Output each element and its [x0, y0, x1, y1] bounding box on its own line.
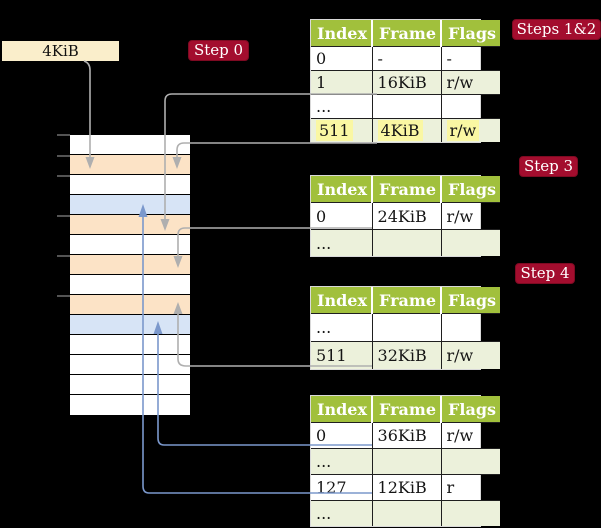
table-cell — [371, 94, 442, 119]
table-cell: 1 — [311, 70, 373, 95]
column-header: Frame — [371, 396, 442, 423]
table-cell — [440, 229, 501, 256]
memory-frame-row — [70, 155, 190, 175]
table-cell: 127 — [311, 474, 373, 501]
frame-size-label: 4KiB — [2, 41, 119, 61]
column-header: Index — [311, 176, 373, 203]
table-cell: 24KiB — [371, 202, 442, 230]
highlighted-value: r/w — [446, 120, 480, 141]
memory-frame-row — [70, 335, 190, 355]
column-header: Index — [311, 396, 373, 423]
column-header: Index — [311, 20, 373, 47]
table-cell — [440, 500, 501, 526]
table-cell: 4KiB — [371, 118, 442, 142]
table-cell: ... — [311, 448, 373, 475]
memory-frame-row — [70, 275, 190, 295]
table-cell: r/w — [440, 202, 501, 230]
table-row: ... — [311, 448, 501, 475]
table-cell — [371, 229, 442, 256]
table-cell: r/w — [440, 422, 501, 449]
table-row: ... — [311, 500, 501, 526]
table-cell: 0 — [311, 46, 373, 71]
table-cell — [440, 448, 501, 475]
table-row: ... — [311, 94, 501, 119]
column-header: Flags — [440, 287, 501, 314]
table-cell — [371, 500, 442, 526]
memory-frame-row — [70, 315, 190, 335]
physical-memory-column — [70, 135, 190, 415]
badge-step-0: Step 0 — [188, 40, 249, 61]
memory-frame-row — [70, 375, 190, 395]
table-cell: 511 — [311, 341, 373, 369]
table-cell: 0 — [311, 422, 373, 449]
column-header: Frame — [371, 176, 442, 203]
table-cell: - — [440, 46, 501, 71]
table-cell: r/w — [440, 118, 501, 142]
table-cell: 32KiB — [371, 341, 442, 369]
memory-frame-row — [70, 235, 190, 255]
memory-frame-row — [70, 135, 190, 155]
column-header: Index — [311, 287, 373, 314]
table-cell — [440, 94, 501, 119]
table-cell: r/w — [440, 70, 501, 95]
table-cell: r/w — [440, 341, 501, 369]
column-header: Frame — [371, 20, 442, 47]
address-tick-marks — [57, 134, 70, 297]
table-cell: ... — [311, 500, 373, 526]
table-cell — [371, 448, 442, 475]
table-cell: 16KiB — [371, 70, 442, 95]
table-cell: - — [371, 46, 442, 71]
highlighted-value: 511 — [316, 120, 353, 141]
memory-frame-row — [70, 175, 190, 195]
column-header: Flags — [440, 396, 501, 423]
table-cell: 0 — [311, 202, 373, 230]
arrow-pt1-entry511-to-frame — [172, 142, 377, 169]
badge-steps-1-2: Steps 1&2 — [512, 19, 601, 40]
table-cell: ... — [311, 94, 373, 119]
badge-step-4: Step 4 — [515, 263, 575, 284]
table-row: 511 4KiB r/w — [311, 118, 501, 142]
column-header: Frame — [371, 287, 442, 314]
table-cell — [371, 313, 442, 342]
memory-frame-row — [70, 215, 190, 235]
table-row: 0-- — [311, 46, 501, 71]
table-cell — [440, 313, 501, 342]
table-cell: ... — [311, 313, 373, 342]
column-header: Flags — [440, 20, 501, 47]
table-cell: ... — [311, 229, 373, 256]
memory-frame-row — [70, 355, 190, 375]
table-cell: r — [440, 474, 501, 501]
table-row: ... — [311, 229, 501, 256]
memory-frame-row — [70, 295, 190, 315]
table-cell: 12KiB — [371, 474, 442, 501]
column-header: Flags — [440, 176, 501, 203]
table-row: ... — [311, 313, 501, 342]
table-cell: 511 — [311, 118, 373, 142]
table-cell: 36KiB — [371, 422, 442, 449]
highlighted-value: 4KiB — [377, 120, 423, 141]
memory-frame-row — [70, 255, 190, 275]
badge-step-3: Step 3 — [519, 156, 578, 177]
memory-frame-row — [70, 195, 190, 215]
memory-frame-row — [70, 395, 190, 415]
